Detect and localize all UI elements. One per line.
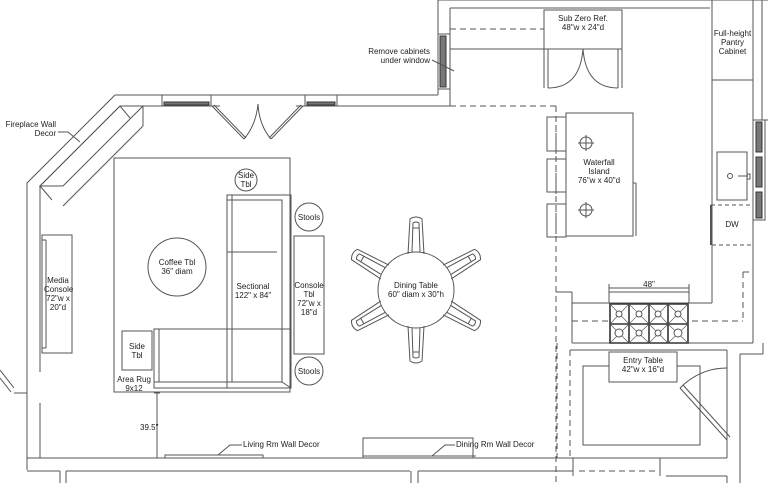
coffee-table-label: Coffee Tbl 36" diam bbox=[158, 258, 196, 276]
fireplace-leader bbox=[58, 132, 80, 142]
upper-cabinets bbox=[450, 8, 710, 483]
fireplace-wall-decor-label: Fireplace Wall Decor bbox=[5, 120, 56, 138]
south-wall-dashed bbox=[557, 343, 655, 471]
french-doors bbox=[212, 104, 303, 139]
entry-table-label: Entry Table 42"w x 16"d bbox=[621, 356, 665, 374]
living-rm-wall-decor bbox=[165, 445, 263, 458]
south-wall bbox=[27, 440, 727, 483]
dining-rm-wall-decor bbox=[363, 438, 476, 458]
west-wall-lower bbox=[0, 365, 40, 470]
area-rug-label: Area Rug 9x12 bbox=[117, 375, 151, 393]
stool-top bbox=[295, 203, 323, 231]
east-windows bbox=[753, 120, 765, 220]
stools-bottom-label: Stools bbox=[297, 367, 321, 376]
stools-top-label: Stools bbox=[297, 213, 321, 222]
area-rug bbox=[114, 158, 290, 392]
remove-cabinets-leader bbox=[432, 60, 454, 71]
entry-area bbox=[570, 343, 763, 483]
dining-table-label: Dining Table 60" diam x 30"h bbox=[388, 281, 444, 299]
dishwasher bbox=[711, 205, 753, 245]
waterfall-island-label: Waterfall Island 76"w x 40"d bbox=[577, 158, 621, 185]
remove-cabinets-label: Remove cabinets under window bbox=[368, 47, 430, 65]
pantry-cabinet-label: Full-height Pantry Cabinet bbox=[713, 29, 752, 56]
window-top-left bbox=[162, 95, 211, 106]
console-table bbox=[294, 236, 324, 354]
stool-bottom bbox=[295, 357, 323, 385]
sink bbox=[717, 152, 750, 200]
sectional-sofa bbox=[154, 195, 291, 388]
media-console-label: Media Console 72"w x 20"d bbox=[44, 276, 74, 312]
window-top-right bbox=[305, 95, 337, 106]
dining-rm-wall-decor-label: Dining Rm Wall Decor bbox=[456, 440, 535, 449]
range-48 bbox=[609, 284, 689, 343]
dishwasher-label: DW bbox=[725, 220, 739, 229]
side-table-bottom bbox=[122, 331, 152, 370]
range-width-label: 48" bbox=[643, 280, 655, 289]
side-table-bottom-label: Side Tbl bbox=[128, 342, 145, 360]
dining-chairs bbox=[349, 217, 483, 363]
coffee-table bbox=[148, 238, 206, 296]
sub-zero-ref-label: Sub Zero Ref. 48"w x 24"d bbox=[558, 14, 608, 32]
waterfall-island bbox=[547, 113, 636, 237]
entry-door bbox=[680, 368, 730, 440]
side-table-top bbox=[235, 169, 257, 191]
dimension-39-5-label: 39.5" bbox=[140, 423, 159, 432]
fireplace-wall-decor bbox=[40, 106, 143, 206]
dimension-39-5 bbox=[154, 393, 160, 458]
media-console bbox=[42, 235, 72, 353]
sub-zero-refrigerator bbox=[544, 10, 622, 88]
dining-table bbox=[378, 252, 454, 328]
living-rm-wall-decor-label: Living Rm Wall Decor bbox=[243, 440, 320, 449]
side-table-top-label: Side Tbl bbox=[237, 171, 254, 189]
console-table-label: Console Tbl 72"w x 18"d bbox=[294, 281, 324, 317]
sectional-label: Sectional 122" x 84" bbox=[234, 282, 272, 300]
